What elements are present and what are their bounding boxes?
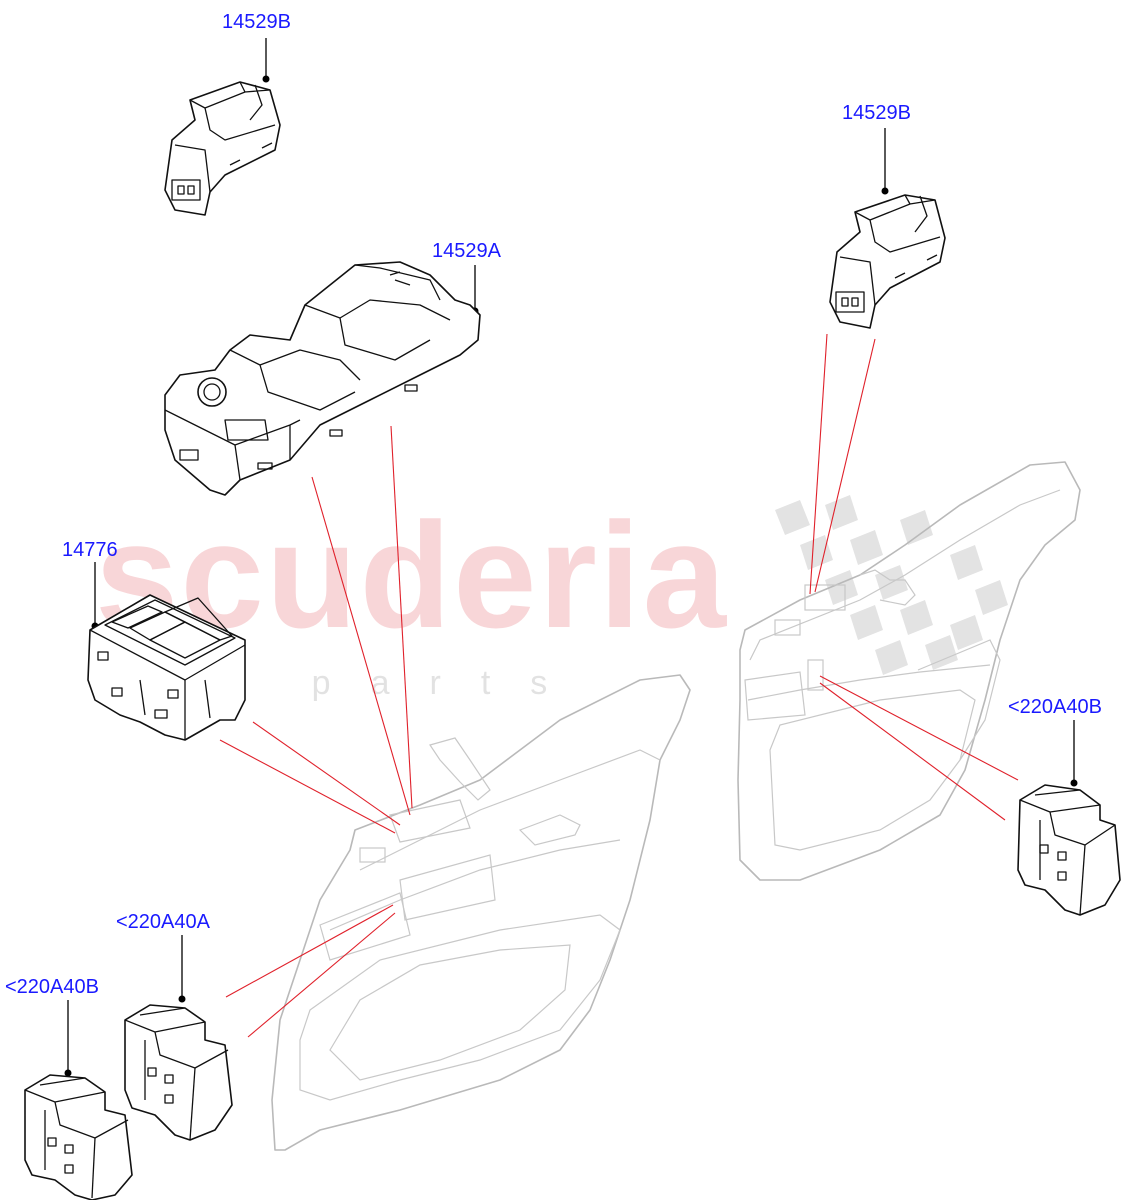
callout-14529b-rear[interactable]: 14529B <box>842 102 911 124</box>
window-switch-14529b-front[interactable] <box>164 81 281 216</box>
connector-220a40a[interactable] <box>124 1004 233 1141</box>
switch-pack-14776[interactable] <box>87 594 246 741</box>
window-switch-14529b-rear[interactable] <box>829 194 946 329</box>
callout-14529a[interactable]: 14529A <box>432 240 501 262</box>
pointer-lines <box>219 333 1019 1038</box>
callout-220a40b-left[interactable]: <220A40B <box>5 976 99 998</box>
callout-14529b-front[interactable]: 14529B <box>222 11 291 33</box>
rear-door-trim-panel <box>737 461 1081 881</box>
front-door-trim-panel <box>271 674 691 1151</box>
callout-220a40a[interactable]: <220A40A <box>116 911 210 933</box>
callout-14776[interactable]: 14776 <box>62 539 118 561</box>
master-window-switch-14529a[interactable] <box>164 261 481 496</box>
leader-lines <box>64 38 1078 1077</box>
connector-220a40b-right[interactable] <box>1017 784 1121 916</box>
callout-220a40b-right[interactable]: <220A40B <box>1008 696 1102 718</box>
connector-220a40b-left[interactable] <box>24 1074 133 1200</box>
